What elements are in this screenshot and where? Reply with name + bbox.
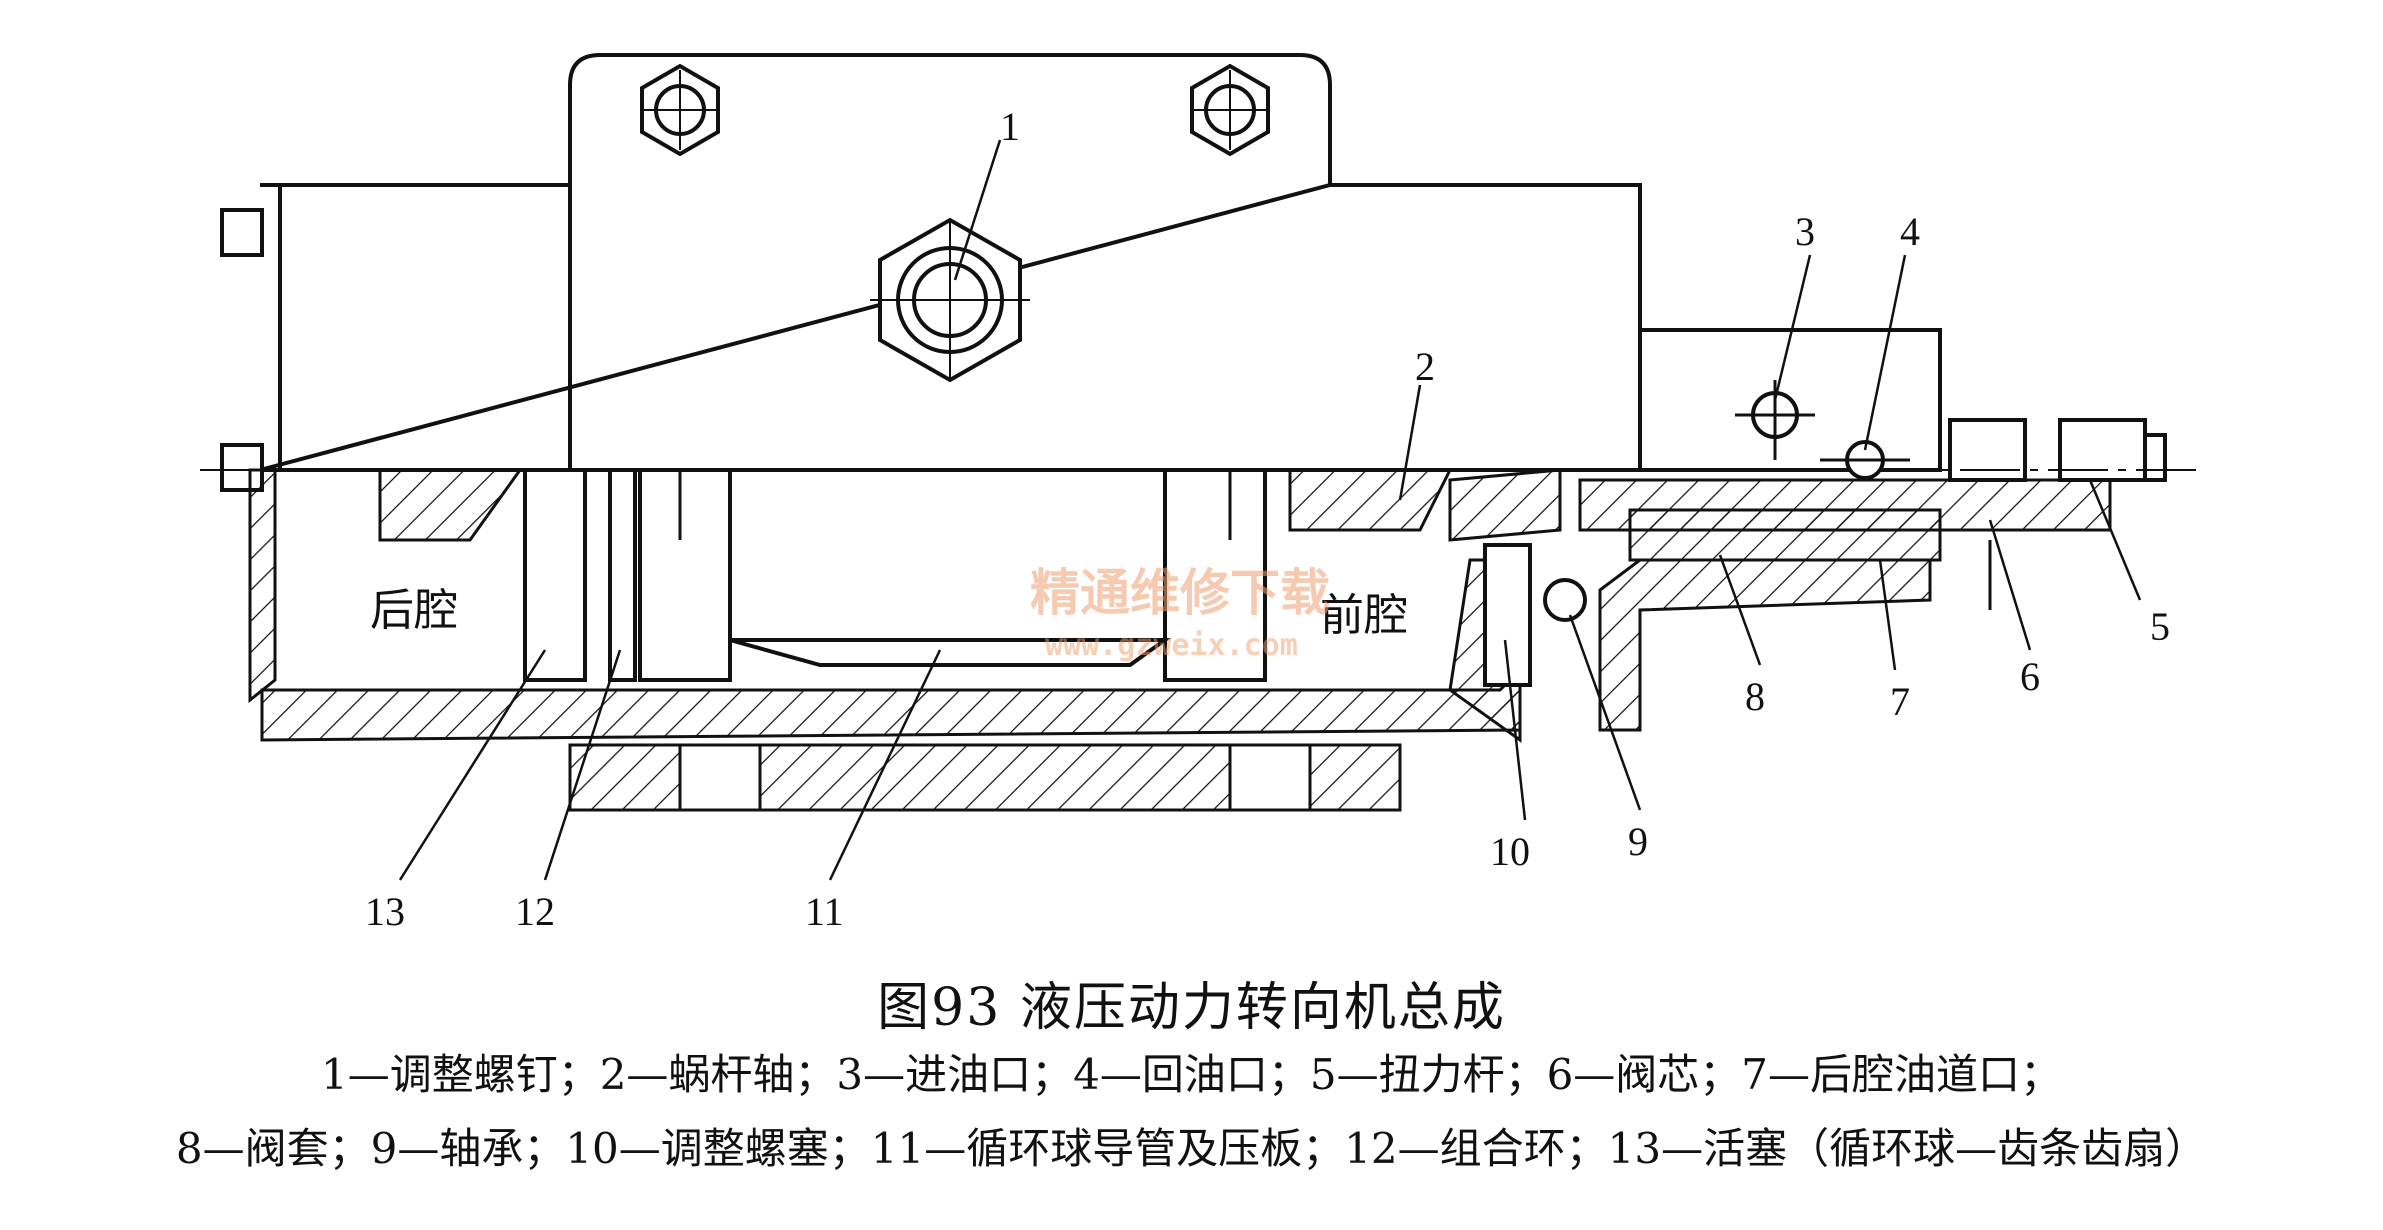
callout-1: 1	[1000, 104, 1020, 149]
watermark-url: www.gzweix.com	[1045, 628, 1298, 663]
callout-13: 13	[365, 889, 405, 934]
callout-10: 10	[1490, 829, 1530, 874]
cylinder-bottom	[260, 666, 1522, 742]
steering-gear-diagram: 1 2 3 4 5 6 7 8 9 10 11 12 13 后腔 前腔 精通维修…	[200, 53, 2200, 934]
callout-12: 12	[515, 889, 555, 934]
callout-5: 5	[2150, 604, 2170, 649]
figure-caption: 图93 液压动力转向机总成	[877, 978, 1506, 1038]
callout-11: 11	[805, 889, 844, 934]
legend-line-2: 8—阀套；9—轴承；10—调整螺塞；11—循环球导管及压板；12—组合环；13—…	[175, 1124, 2208, 1173]
rack-block-right	[1163, 468, 1267, 682]
piston-block	[523, 468, 587, 682]
callout-8: 8	[1745, 674, 1765, 719]
legend-line-1: 1—调整螺钉；2—蜗杆轴；3—进油口；4—回油口；5—扭力杆；6—阀芯；7—后腔…	[320, 1050, 2063, 1099]
callout-2: 2	[1415, 344, 1435, 389]
callout-9: 9	[1628, 819, 1648, 864]
bearing-icon	[1543, 578, 1587, 622]
callout-6: 6	[2020, 654, 2040, 699]
valve-housing	[1598, 558, 1932, 732]
watermark-title: 精通维修下载	[1030, 564, 1330, 622]
end-cap-upper	[220, 208, 264, 257]
callout-7: 7	[1890, 679, 1910, 724]
front-chamber-label: 前腔	[1320, 590, 1408, 641]
mount-foot	[568, 743, 1402, 812]
shaft-hatch	[1448, 468, 1562, 542]
callout-3: 3	[1795, 209, 1815, 254]
cylinder-wall-left	[248, 468, 277, 704]
ball-guide-plate	[729, 638, 1172, 667]
rear-chamber-label: 后腔	[370, 585, 458, 636]
spool	[1578, 478, 2112, 532]
rack-block-left	[638, 468, 732, 682]
callout-4: 4	[1900, 209, 1920, 254]
combination-ring	[608, 468, 637, 682]
